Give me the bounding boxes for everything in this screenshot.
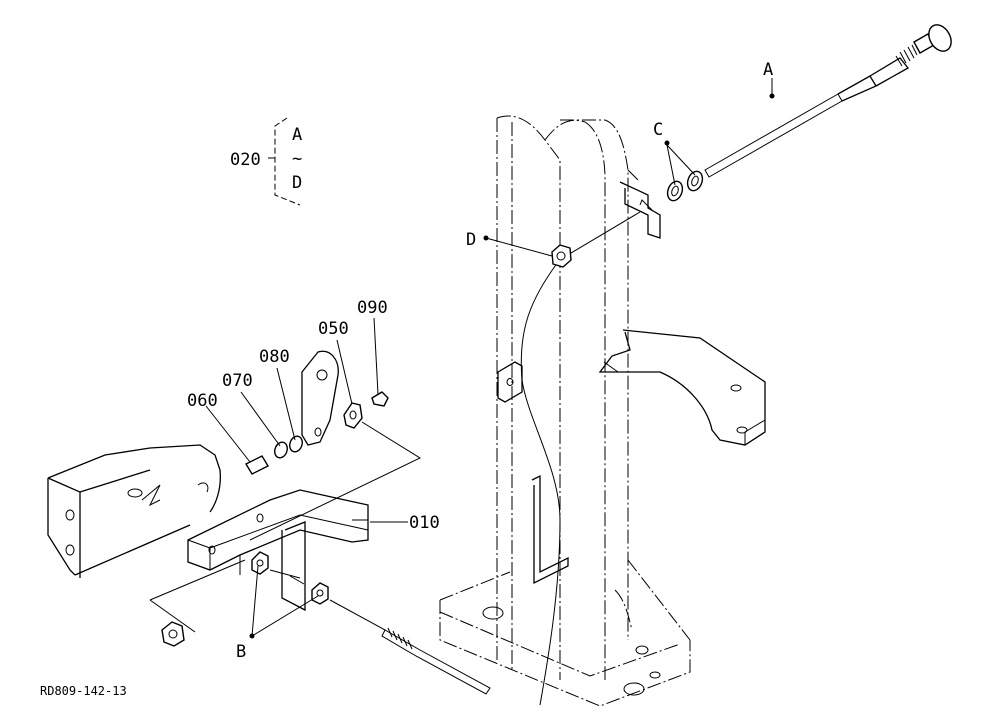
label-090: 090 [357,298,388,318]
part-090 [371,391,389,407]
lever-plate [301,350,339,446]
label-050: 050 [318,319,349,339]
bracket-010 [187,489,369,612]
cable-run [520,211,641,706]
l-rod [531,474,569,585]
cable-knob [928,24,952,52]
drawing-code: RD809-142-13 [40,684,127,698]
part-070 [274,441,288,459]
throttle-cable-a [704,24,952,178]
assembly-guide-lines [149,421,422,633]
nut-d [551,244,572,268]
upper-cable-clip [619,181,661,239]
group-020-bracket [268,117,301,206]
lower-cable [329,599,491,695]
label-range-d: D [292,173,302,193]
label-010: 010 [409,513,440,533]
label-c: C [653,120,663,140]
label-d: D [466,230,476,250]
label-080: 080 [259,347,290,367]
label-a: A [763,60,773,80]
nuts-b [161,551,329,647]
label-b: B [236,642,246,662]
label-020: 020 [230,150,261,170]
engine-mount-block [47,444,221,578]
label-060: 060 [187,391,218,411]
fasteners [245,391,389,475]
part-080 [289,435,303,453]
frame-base-holes [482,606,661,696]
part-060 [245,455,269,475]
callout-labels: 020 A ~ D A C D B 050 090 080 070 060 01… [40,60,773,698]
cable-clip [497,361,523,403]
side-bracket-plate [598,329,766,446]
washers-c [666,170,704,202]
label-range-tilde: ~ [292,149,302,169]
label-070: 070 [222,371,253,391]
cable-spring [895,44,918,67]
leader-lines [205,78,775,639]
label-range-a: A [292,125,302,145]
frame-pillar [439,115,691,707]
part-050 [343,402,363,429]
